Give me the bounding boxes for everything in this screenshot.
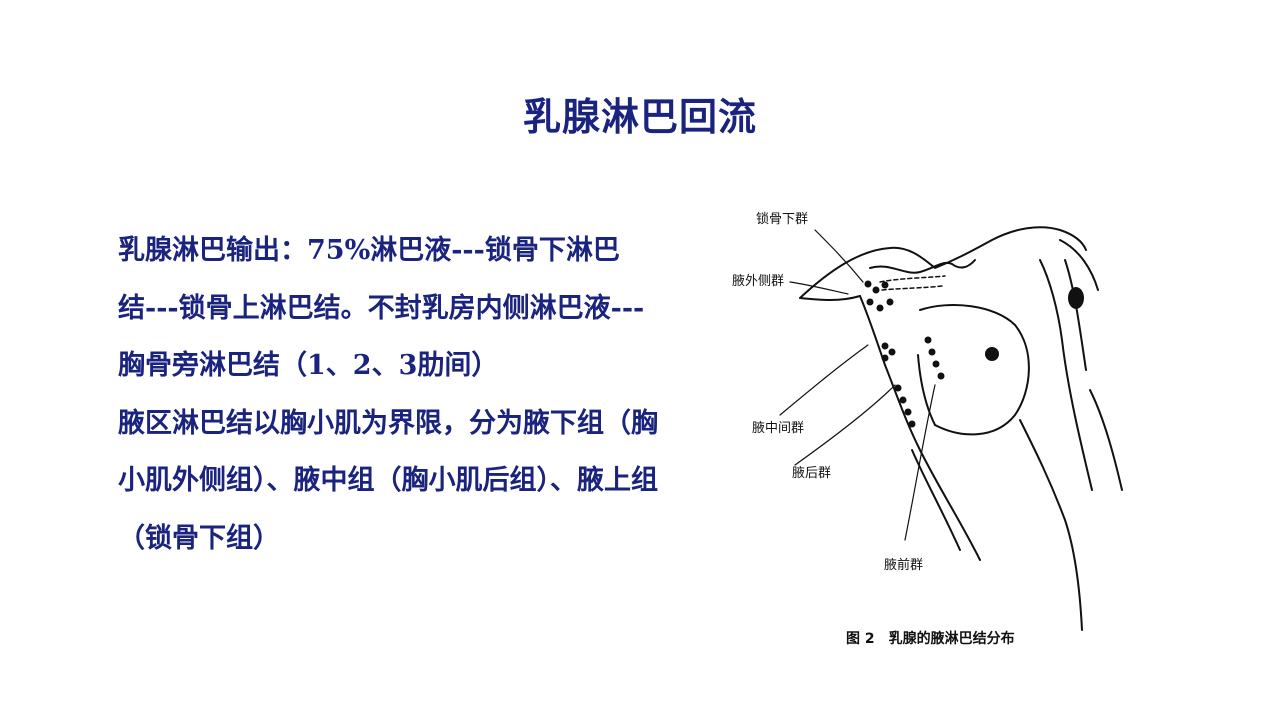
lymph-node-diagram: 锁骨下群 腋外侧群 腋中间群 腋后群 腋前群	[720, 190, 1140, 660]
label-anterior-group: 腋前群	[884, 558, 924, 573]
paragraph-axillary-groups: 腋区淋巴结以胸小肌为界限，分为腋下组（胸小肌外侧组）、腋中组（胸小肌后组）、腋上…	[118, 407, 658, 554]
caption-text: 乳腺的腋淋巴结分布	[888, 631, 1015, 647]
paragraph-lymph-output: 乳腺淋巴输出：75%淋巴液---锁骨下淋巴结---锁骨上淋巴结。不封乳房内侧淋巴…	[118, 235, 645, 381]
slide-title: 乳腺淋巴回流	[522, 95, 757, 139]
label-subclavian-group: 锁骨下群	[756, 212, 809, 227]
caption-number: 图 2	[846, 631, 875, 647]
figure-caption: 图 2 乳腺的腋淋巴结分布	[846, 628, 1015, 648]
label-lateral-group: 腋外侧群	[732, 274, 785, 289]
label-posterior-group: 腋后群	[792, 466, 832, 481]
body-text: 乳腺淋巴输出：75%淋巴液---锁骨下淋巴结---锁骨上淋巴结。不封乳房内侧淋巴…	[118, 222, 658, 567]
anatomy-drawing	[779, 226, 1123, 631]
label-central-group: 腋中间群	[752, 421, 805, 436]
